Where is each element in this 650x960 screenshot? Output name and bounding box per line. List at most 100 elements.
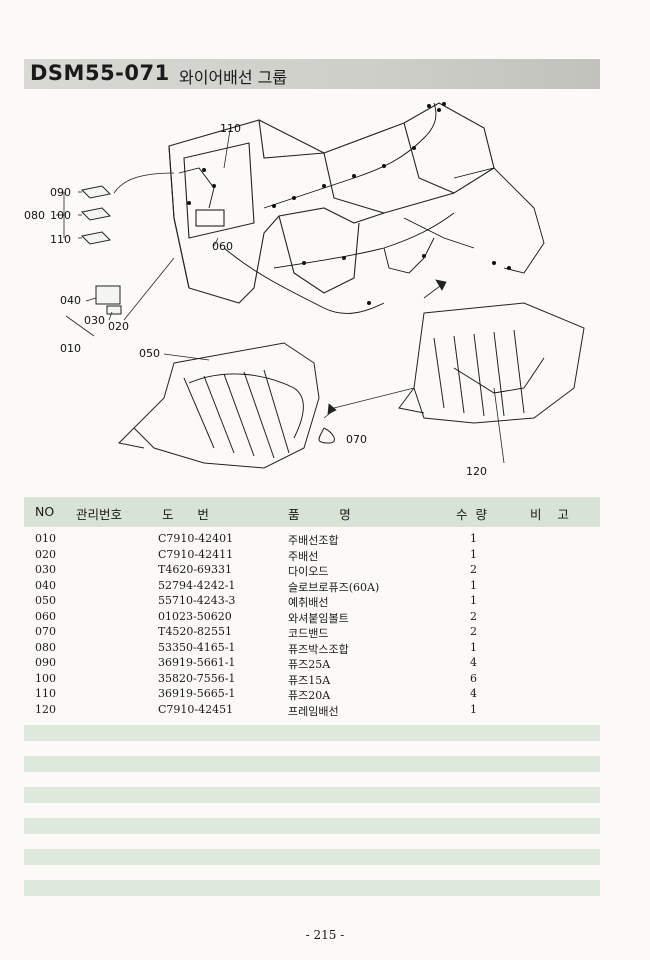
part-no: 060 bbox=[35, 609, 56, 623]
table-row: 040 52794-4242-1 슬로브로퓨즈(60A) 1 bbox=[24, 578, 600, 594]
page-number: - 215 - bbox=[305, 928, 345, 942]
parts-table: NO 관리번호 도 번 품 명 수 량 비 고 010 C7910-42401 주배… bbox=[24, 497, 600, 896]
quantity: 4 bbox=[470, 687, 477, 700]
parts-diagram: 110 090 080 100 110 060 040 030 020 010 … bbox=[24, 98, 604, 488]
quantity: 6 bbox=[470, 671, 477, 685]
callout-020: 020 bbox=[108, 320, 129, 333]
callout-110: 110 bbox=[50, 233, 71, 246]
part-number: T4620-69331 bbox=[158, 563, 233, 576]
part-no: 050 bbox=[35, 594, 56, 607]
part-number: C7910-42451 bbox=[158, 702, 234, 716]
quantity: 1 bbox=[470, 578, 477, 592]
part-name: 주배선 bbox=[288, 549, 319, 563]
callout-070: 070 bbox=[346, 433, 367, 446]
part-name: 퓨즈15A bbox=[288, 673, 331, 687]
callout-100: 100 bbox=[50, 209, 71, 222]
table-row: 050 55710-4243-3 예취배선 1 bbox=[24, 593, 600, 609]
group-title: 와이어배선 그룹 bbox=[179, 68, 288, 87]
callout-010: 010 bbox=[60, 342, 81, 355]
callout-050: 050 bbox=[139, 347, 160, 360]
table-header: NO 관리번호 도 번 품 명 수 량 비 고 bbox=[24, 497, 600, 527]
part-name: 프레임배선 bbox=[288, 704, 339, 718]
callout-040: 040 bbox=[60, 294, 81, 307]
header-name: 품 명 bbox=[288, 507, 351, 522]
quantity: 2 bbox=[470, 625, 477, 638]
callout-090: 090 bbox=[50, 186, 71, 199]
part-number: 36919-5661-1 bbox=[158, 656, 236, 669]
part-name: 주배선조합 bbox=[288, 534, 339, 547]
part-name: 퓨즈25A bbox=[288, 658, 331, 671]
part-number: 01023-50620 bbox=[158, 609, 232, 623]
empty-row-band bbox=[24, 725, 600, 741]
part-no: 030 bbox=[35, 563, 56, 576]
harvester-front-outline bbox=[117, 302, 585, 469]
part-name: 코드밴드 bbox=[288, 627, 329, 640]
quantity: 2 bbox=[470, 563, 477, 576]
part-name: 다이오드 bbox=[288, 565, 329, 578]
part-number: 52794-4242-1 bbox=[158, 578, 236, 592]
part-number: 35820-7556-1 bbox=[158, 671, 236, 685]
part-no: 090 bbox=[35, 656, 56, 669]
header-mgmt: 관리번호 bbox=[76, 507, 123, 522]
table-row: 070 T4520-82551 코드밴드 2 bbox=[24, 624, 600, 640]
empty-row-band bbox=[24, 818, 600, 834]
part-name: 예취배선 bbox=[288, 596, 329, 609]
table-row: 010 C7910-42401 주배선조합 1 bbox=[24, 531, 600, 547]
quantity: 4 bbox=[470, 656, 477, 669]
part-no: 020 bbox=[35, 547, 56, 561]
table-row: 100 35820-7556-1 퓨즈15A 6 bbox=[24, 671, 600, 687]
empty-row-band bbox=[24, 756, 600, 772]
quantity: 2 bbox=[470, 609, 477, 623]
group-code: DSM55-071 bbox=[30, 61, 170, 85]
callout-030: 030 bbox=[84, 314, 105, 327]
part-number: T4520-82551 bbox=[158, 625, 233, 638]
part-no: 120 bbox=[35, 702, 56, 716]
callout-120: 120 bbox=[466, 465, 487, 478]
part-no: 010 bbox=[35, 532, 56, 545]
fuse-parts bbox=[80, 185, 122, 315]
part-number: 55710-4243-3 bbox=[158, 594, 236, 607]
table-row: 030 T4620-69331 다이오드 2 bbox=[24, 562, 600, 578]
callout-060: 060 bbox=[212, 240, 233, 253]
header-remarks: 비 고 bbox=[530, 507, 569, 522]
header-no: NO bbox=[35, 504, 55, 519]
table-row: 090 36919-5661-1 퓨즈25A 4 bbox=[24, 655, 600, 671]
part-no: 070 bbox=[35, 625, 56, 638]
part-name: 퓨즈20A bbox=[288, 689, 331, 702]
part-number: C7910-42411 bbox=[158, 547, 234, 561]
part-no: 100 bbox=[35, 671, 56, 685]
part-no: 110 bbox=[35, 687, 56, 700]
part-number: 53350-4165-1 bbox=[158, 640, 236, 654]
part-name: 와셔붙임볼트 bbox=[288, 611, 349, 625]
quantity: 1 bbox=[470, 547, 477, 561]
leader-lines bbox=[56, 129, 505, 464]
table-row: 080 53350-4165-1 퓨즈박스조합 1 bbox=[24, 640, 600, 656]
table-row: 110 36919-5665-1 퓨즈20A 4 bbox=[24, 686, 600, 702]
quantity: 1 bbox=[470, 702, 477, 716]
section-header: DSM55-071 와이어배선 그룹 bbox=[24, 59, 600, 89]
empty-row-band bbox=[24, 880, 600, 896]
connector-points bbox=[187, 102, 511, 305]
table-row: 120 C7910-42451 프레임배선 1 bbox=[24, 702, 600, 718]
part-name: 슬로브로퓨즈(60A) bbox=[288, 580, 380, 594]
table-row: 020 C7910-42411 주배선 1 bbox=[24, 547, 600, 563]
machine-body-outline bbox=[168, 102, 495, 304]
header-qty: 수 량 bbox=[456, 507, 487, 522]
part-name: 퓨즈박스조합 bbox=[288, 642, 349, 656]
header-drawing: 도 번 bbox=[162, 507, 209, 522]
wiring-diagram: 110 090 080 100 110 060 040 030 020 010 … bbox=[24, 102, 585, 478]
part-no: 080 bbox=[35, 640, 56, 654]
part-no: 040 bbox=[35, 578, 56, 592]
quantity: 1 bbox=[470, 532, 477, 545]
empty-row-band bbox=[24, 787, 600, 803]
part-number: C7910-42401 bbox=[158, 532, 234, 545]
quantity: 1 bbox=[470, 594, 477, 607]
table-row: 060 01023-50620 와셔붙임볼트 2 bbox=[24, 609, 600, 625]
harvester-wiring bbox=[188, 357, 545, 439]
part-number: 36919-5665-1 bbox=[158, 687, 236, 700]
empty-row-band bbox=[24, 849, 600, 865]
callout-080: 080 bbox=[24, 209, 45, 222]
callout-110-top: 110 bbox=[220, 122, 241, 135]
quantity: 1 bbox=[470, 640, 477, 654]
